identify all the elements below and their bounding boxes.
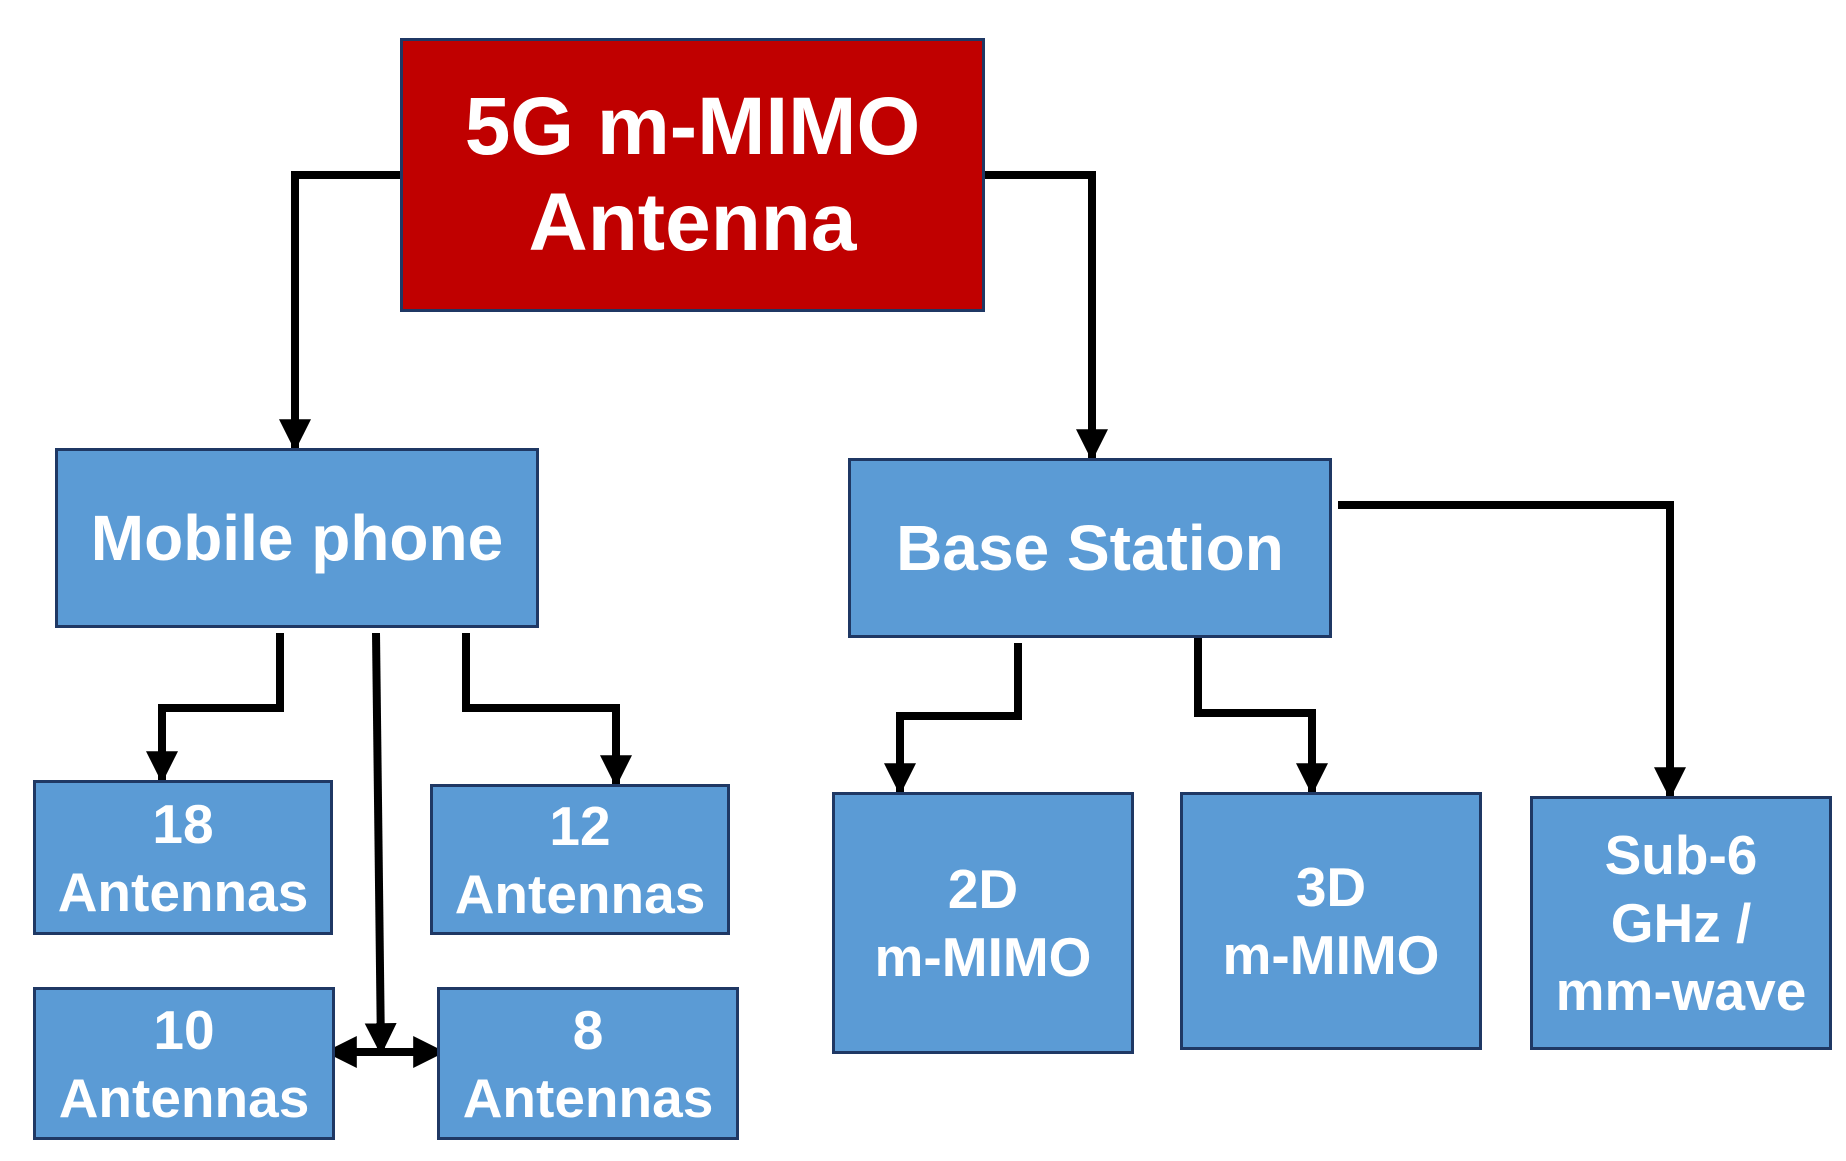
arrow-mobile-to-10-8-junction	[364, 632, 397, 1056]
root-node: 5G m-MIMO Antenna	[400, 38, 985, 312]
antennas-12-line-2: Antennas	[454, 862, 706, 925]
arrow-mobile-to-18	[146, 633, 284, 784]
arrow-root-to-mobile	[279, 171, 400, 452]
antennas-10-line-1: 10	[153, 998, 215, 1061]
sub6-mmwave-line-3: mm-wave	[1555, 960, 1807, 1022]
arrow-root-to-base	[985, 171, 1108, 462]
arrow-mobile-to-12	[462, 633, 632, 788]
mimo-3d-line-1: 3D	[1295, 856, 1367, 918]
base-station-label: Base Station	[896, 512, 1284, 584]
mimo-3d-node: 3D m-MIMO	[1180, 792, 1482, 1050]
sub6-mmwave-node: Sub-6 GHz / mm-wave	[1530, 796, 1832, 1050]
root-node-line-1: 5G m-MIMO	[464, 81, 921, 172]
base-station-node: Base Station	[848, 458, 1332, 638]
mobile-phone-node: Mobile phone	[55, 448, 539, 628]
arrow-base-to-2d	[884, 643, 1022, 796]
mimo-3d-line-2: m-MIMO	[1222, 924, 1440, 986]
sub6-mmwave-line-1: Sub-6	[1604, 824, 1758, 886]
root-node-line-2: Antenna	[528, 177, 857, 268]
mimo-2d-node: 2D m-MIMO	[832, 792, 1134, 1054]
antennas-10-node: 10 Antennas	[33, 987, 335, 1140]
antennas-12-line-1: 12	[549, 794, 611, 857]
mobile-phone-label: Mobile phone	[90, 502, 504, 574]
antennas-8-line-1: 8	[572, 998, 604, 1061]
antennas-12-node: 12 Antennas	[430, 784, 730, 935]
antennas-8-line-2: Antennas	[462, 1066, 714, 1129]
antennas-18-line-1: 18	[152, 792, 214, 855]
arrow-base-to-3d	[1194, 633, 1328, 796]
antennas-18-line-2: Antennas	[57, 860, 309, 923]
antennas-10-line-2: Antennas	[58, 1066, 310, 1129]
antennas-8-node: 8 Antennas	[437, 987, 739, 1140]
arrow-base-to-band	[1338, 501, 1686, 800]
sub6-mmwave-line-2: GHz /	[1610, 892, 1752, 954]
antennas-18-node: 18 Antennas	[33, 780, 333, 935]
mimo-2d-line-2: m-MIMO	[874, 926, 1092, 988]
mimo-2d-line-1: 2D	[947, 858, 1019, 920]
